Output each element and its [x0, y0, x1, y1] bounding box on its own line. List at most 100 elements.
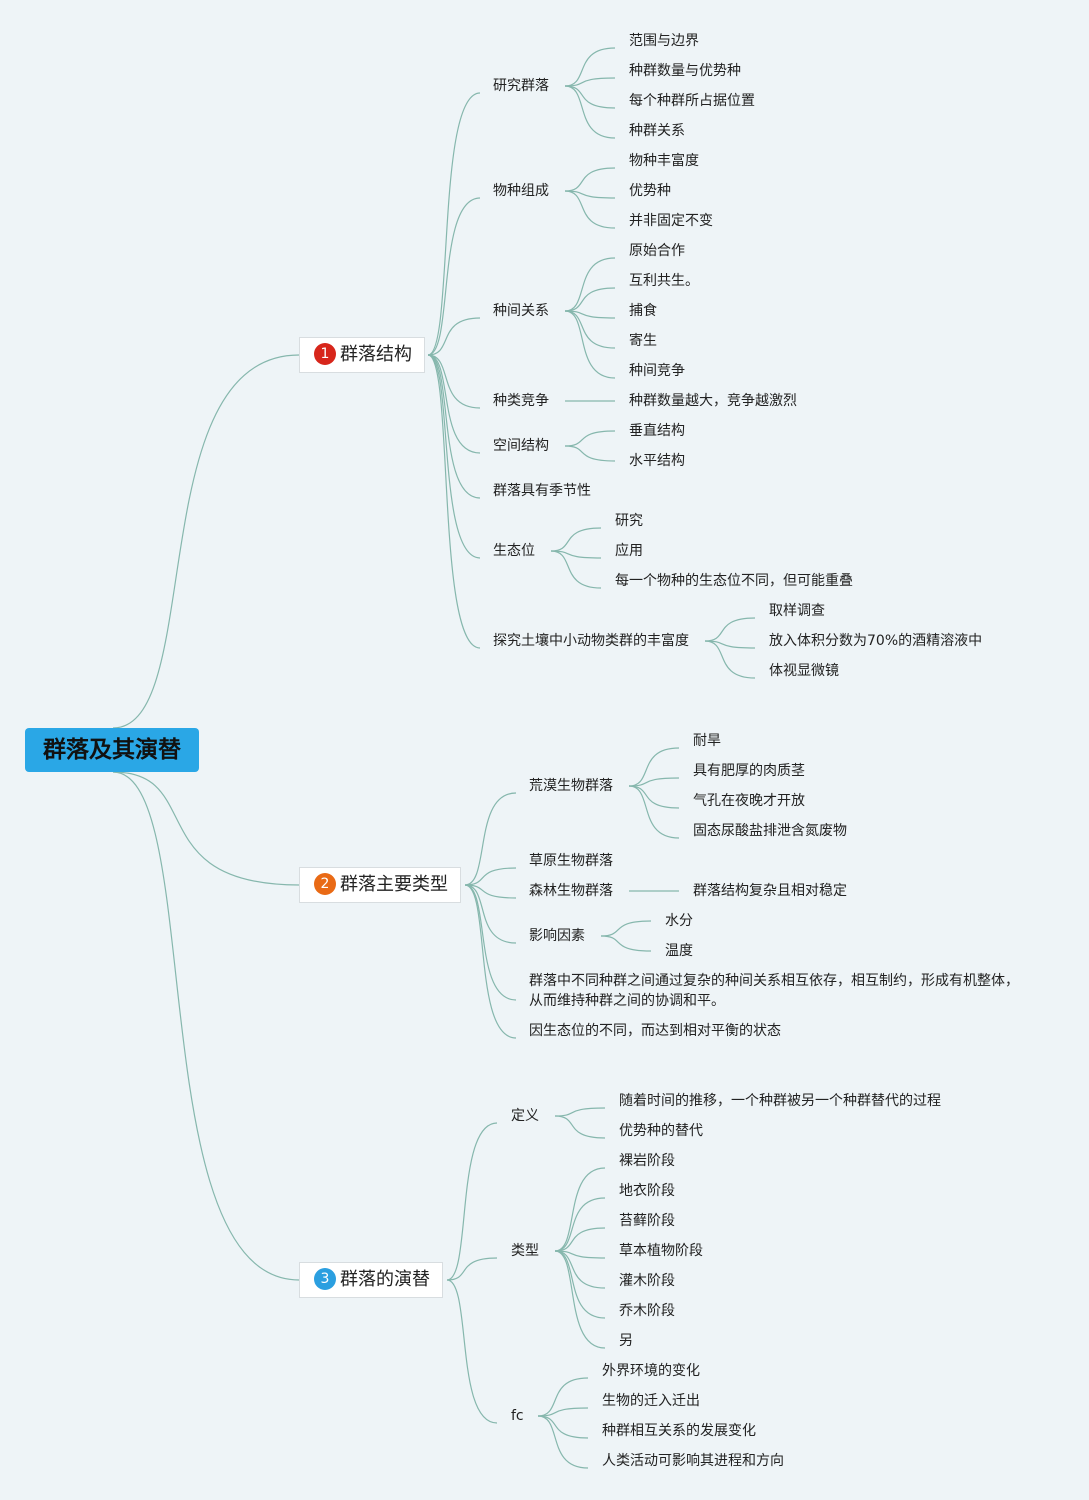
- connector-line: [554, 1227, 606, 1252]
- node-spatial-structure[interactable]: 空间结构: [493, 438, 549, 454]
- connector-line: [112, 771, 300, 1281]
- connector-line: [554, 1250, 606, 1259]
- connector-line: [554, 1197, 606, 1252]
- node-niche[interactable]: 生态位: [493, 543, 535, 559]
- node-grassland-community[interactable]: 草原生物群落: [529, 853, 613, 869]
- connector-line: [600, 935, 652, 952]
- leaf-node[interactable]: 温度: [665, 943, 693, 959]
- connector-line: [554, 1250, 606, 1319]
- connector-line: [550, 550, 602, 559]
- leaf-node[interactable]: 地衣阶段: [619, 1183, 675, 1199]
- leaf-node[interactable]: 原始合作: [629, 243, 685, 259]
- leaf-node[interactable]: 优势种: [629, 183, 671, 199]
- connector-line: [427, 197, 481, 356]
- node-types[interactable]: 类型: [511, 1243, 539, 1259]
- leaf-node[interactable]: 并非固定不变: [629, 213, 713, 229]
- leaf-node[interactable]: 苔藓阶段: [619, 1213, 675, 1229]
- branch-label: 群落主要类型: [340, 874, 448, 895]
- node-desert-community[interactable]: 荒漠生物群落: [529, 778, 613, 794]
- leaf-node[interactable]: 种群数量越大，竞争越激烈: [629, 393, 797, 409]
- connector-line: [427, 354, 481, 499]
- leaf-node[interactable]: 随着时间的推移，一个种群被另一个种群替代的过程: [619, 1093, 941, 1109]
- leaf-node[interactable]: 乔木阶段: [619, 1303, 675, 1319]
- leaf-node[interactable]: 草本植物阶段: [619, 1243, 703, 1259]
- leaf-node[interactable]: 裸岩阶段: [619, 1153, 675, 1169]
- leaf-node[interactable]: 种群数量与优势种: [629, 63, 741, 79]
- connector-line: [628, 777, 680, 787]
- leaf-node[interactable]: 种群关系: [629, 123, 685, 139]
- leaf-node[interactable]: 体视显微镜: [769, 663, 839, 679]
- node-influencing-factors[interactable]: 影响因素: [529, 928, 585, 944]
- connector-line: [537, 1415, 589, 1469]
- connector-line: [554, 1250, 606, 1289]
- node-seasonality[interactable]: 群落具有季节性: [493, 483, 591, 499]
- connector-line: [550, 550, 602, 589]
- leaf-node[interactable]: 气孔在夜晚才开放: [693, 793, 805, 809]
- leaf-node[interactable]: 灌木阶段: [619, 1273, 675, 1289]
- connector-line: [446, 1122, 498, 1281]
- leaf-node[interactable]: 人类活动可影响其进程和方向: [602, 1453, 784, 1469]
- leaf-node[interactable]: 种群相互关系的发展变化: [602, 1423, 756, 1439]
- leaf-node[interactable]: 应用: [615, 543, 643, 559]
- node-research-community[interactable]: 研究群落: [493, 78, 549, 94]
- leaf-node[interactable]: 每个种群所占据位置: [629, 93, 755, 109]
- leaf-node[interactable]: 取样调查: [769, 603, 825, 619]
- leaf-node[interactable]: 具有肥厚的肉质茎: [693, 763, 805, 779]
- leaf-node[interactable]: 优势种的替代: [619, 1123, 703, 1139]
- connector-line: [628, 747, 680, 787]
- connector-line: [464, 884, 517, 899]
- number-badge-1: 1: [314, 343, 336, 365]
- connector-line: [564, 85, 616, 139]
- connector-line: [628, 785, 680, 809]
- leaf-node[interactable]: 外界环境的变化: [602, 1363, 700, 1379]
- number-badge-3: 3: [314, 1268, 336, 1290]
- leaf-node[interactable]: 水平结构: [629, 453, 685, 469]
- connector-line: [537, 1377, 589, 1417]
- leaf-node[interactable]: 种间竞争: [629, 363, 685, 379]
- connector-line: [112, 354, 300, 729]
- connector-line: [564, 190, 616, 199]
- leaf-node[interactable]: 互利共生。: [629, 273, 699, 289]
- connector-line: [628, 785, 680, 839]
- connector-line: [464, 884, 517, 944]
- leaf-node[interactable]: 生物的迁入迁出: [602, 1393, 700, 1409]
- leaf-node[interactable]: 捕食: [629, 303, 657, 319]
- leaf-node[interactable]: 研究: [615, 513, 643, 529]
- leaf-node[interactable]: 每一个物种的生态位不同，但可能重叠: [615, 573, 853, 589]
- leaf-node[interactable]: 范围与边界: [629, 33, 699, 49]
- connector-line: [564, 310, 616, 349]
- connector-line: [427, 317, 481, 356]
- leaf-node[interactable]: 固态尿酸盐排泄含氮废物: [693, 823, 847, 839]
- node-fc[interactable]: fc: [511, 1408, 524, 1424]
- connector-line: [564, 85, 616, 109]
- leaf-node[interactable]: 耐旱: [693, 733, 721, 749]
- connector-line: [464, 884, 517, 1039]
- connector-line: [464, 867, 517, 886]
- node-note-organic-whole[interactable]: 群落中不同种群之间通过复杂的种间关系相互依存，相互制约，形成有机整体，从而维持种…: [529, 973, 1019, 1009]
- connector-line: [554, 1107, 606, 1117]
- node-forest-community[interactable]: 森林生物群落: [529, 883, 613, 899]
- leaf-node[interactable]: 垂直结构: [629, 423, 685, 439]
- connector-line: [564, 310, 616, 379]
- connector-line: [427, 354, 481, 649]
- leaf-node[interactable]: 放入体积分数为70%的酒精溶液中: [769, 633, 983, 649]
- node-species-competition[interactable]: 种类竞争: [493, 393, 549, 409]
- leaf-node[interactable]: 水分: [665, 913, 693, 929]
- node-species-composition[interactable]: 物种组成: [493, 183, 549, 199]
- connector-line: [427, 354, 481, 409]
- node-interspecific-relations[interactable]: 种间关系: [493, 303, 549, 319]
- connector-line: [564, 167, 616, 192]
- leaf-node[interactable]: 寄生: [629, 333, 657, 349]
- connector-line: [446, 1279, 498, 1424]
- leaf-node[interactable]: 物种丰富度: [629, 153, 699, 169]
- leaf-node[interactable]: 群落结构复杂且相对稳定: [693, 883, 847, 899]
- root-node[interactable]: 群落及其演替: [25, 728, 199, 772]
- node-soil-animal-inquiry[interactable]: 探究土壤中小动物类群的丰富度: [493, 633, 689, 649]
- node-definition[interactable]: 定义: [511, 1108, 539, 1124]
- leaf-node[interactable]: 另: [619, 1333, 633, 1349]
- number-badge-2: 2: [314, 873, 336, 895]
- node-note-balance[interactable]: 因生态位的不同，而达到相对平衡的状态: [529, 1023, 781, 1039]
